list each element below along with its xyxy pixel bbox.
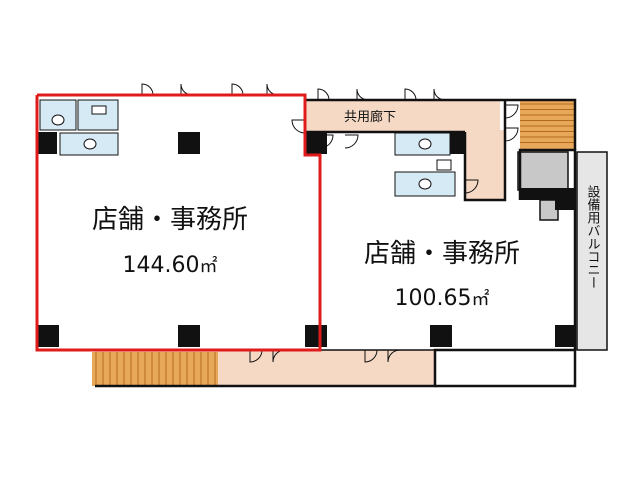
door-icon — [504, 127, 519, 142]
wall-shaft — [463, 100, 507, 202]
toilet-booth — [77, 99, 119, 131]
door-icon — [433, 88, 446, 101]
column — [305, 325, 327, 347]
unit-1-area: 144.60㎡ — [123, 253, 218, 278]
toilet-icon — [83, 138, 97, 150]
door-icon — [249, 349, 263, 363]
column — [305, 132, 327, 154]
door-icon — [504, 104, 519, 119]
door-icon — [317, 88, 330, 101]
column — [555, 325, 575, 347]
toilet-icon — [418, 178, 432, 190]
unit-1-highlight — [35, 93, 322, 352]
sink-icon — [436, 159, 452, 171]
door-icon — [364, 349, 378, 363]
column — [430, 325, 452, 347]
toilet-icon — [418, 138, 432, 150]
door-icon — [291, 119, 306, 134]
unit-2-name: 店舗・事務所 — [364, 239, 520, 269]
column — [37, 132, 57, 154]
restroom-left — [39, 99, 119, 156]
corridor-shaft — [465, 130, 505, 200]
column — [37, 325, 59, 347]
door-icon — [319, 134, 334, 149]
unit-1-label: 店舗・事務所 144.60㎡ — [92, 205, 248, 278]
door-icon — [141, 83, 154, 96]
corridor-top — [305, 100, 500, 132]
toilet-icon — [51, 114, 65, 126]
door-icon — [344, 134, 359, 149]
balcony-area — [576, 151, 608, 351]
door-icon — [404, 88, 417, 101]
balcony-label: 設備用バルコニー — [585, 184, 601, 289]
corridor-label: 共用廊下 — [344, 109, 396, 125]
column — [450, 132, 465, 154]
unit-2-area: 100.65㎡ — [395, 286, 490, 311]
door-icon — [180, 83, 193, 96]
restroom-right — [394, 132, 456, 197]
utility-room — [517, 151, 569, 191]
column — [178, 132, 200, 154]
unit-2-label: 店舗・事務所 100.65㎡ — [364, 239, 520, 311]
door-icon — [356, 88, 369, 101]
door-icon — [387, 349, 401, 363]
door-icon — [266, 83, 279, 96]
stair-top-right — [520, 100, 575, 150]
sink-icon — [91, 105, 107, 115]
wall-bottom — [95, 348, 575, 388]
stair-bottom-left — [92, 352, 218, 386]
unit-1-name: 店舗・事務所 — [92, 205, 248, 235]
equipment-balcony: 設備用バルコニー — [576, 151, 608, 351]
stair-box — [520, 100, 575, 150]
wall-right-unit — [518, 148, 577, 350]
column — [520, 188, 560, 200]
door-icon — [464, 179, 479, 194]
column — [178, 325, 200, 347]
wall-lower-right — [435, 350, 577, 388]
stair-box-bottom — [92, 352, 218, 386]
door-icon — [231, 83, 244, 96]
